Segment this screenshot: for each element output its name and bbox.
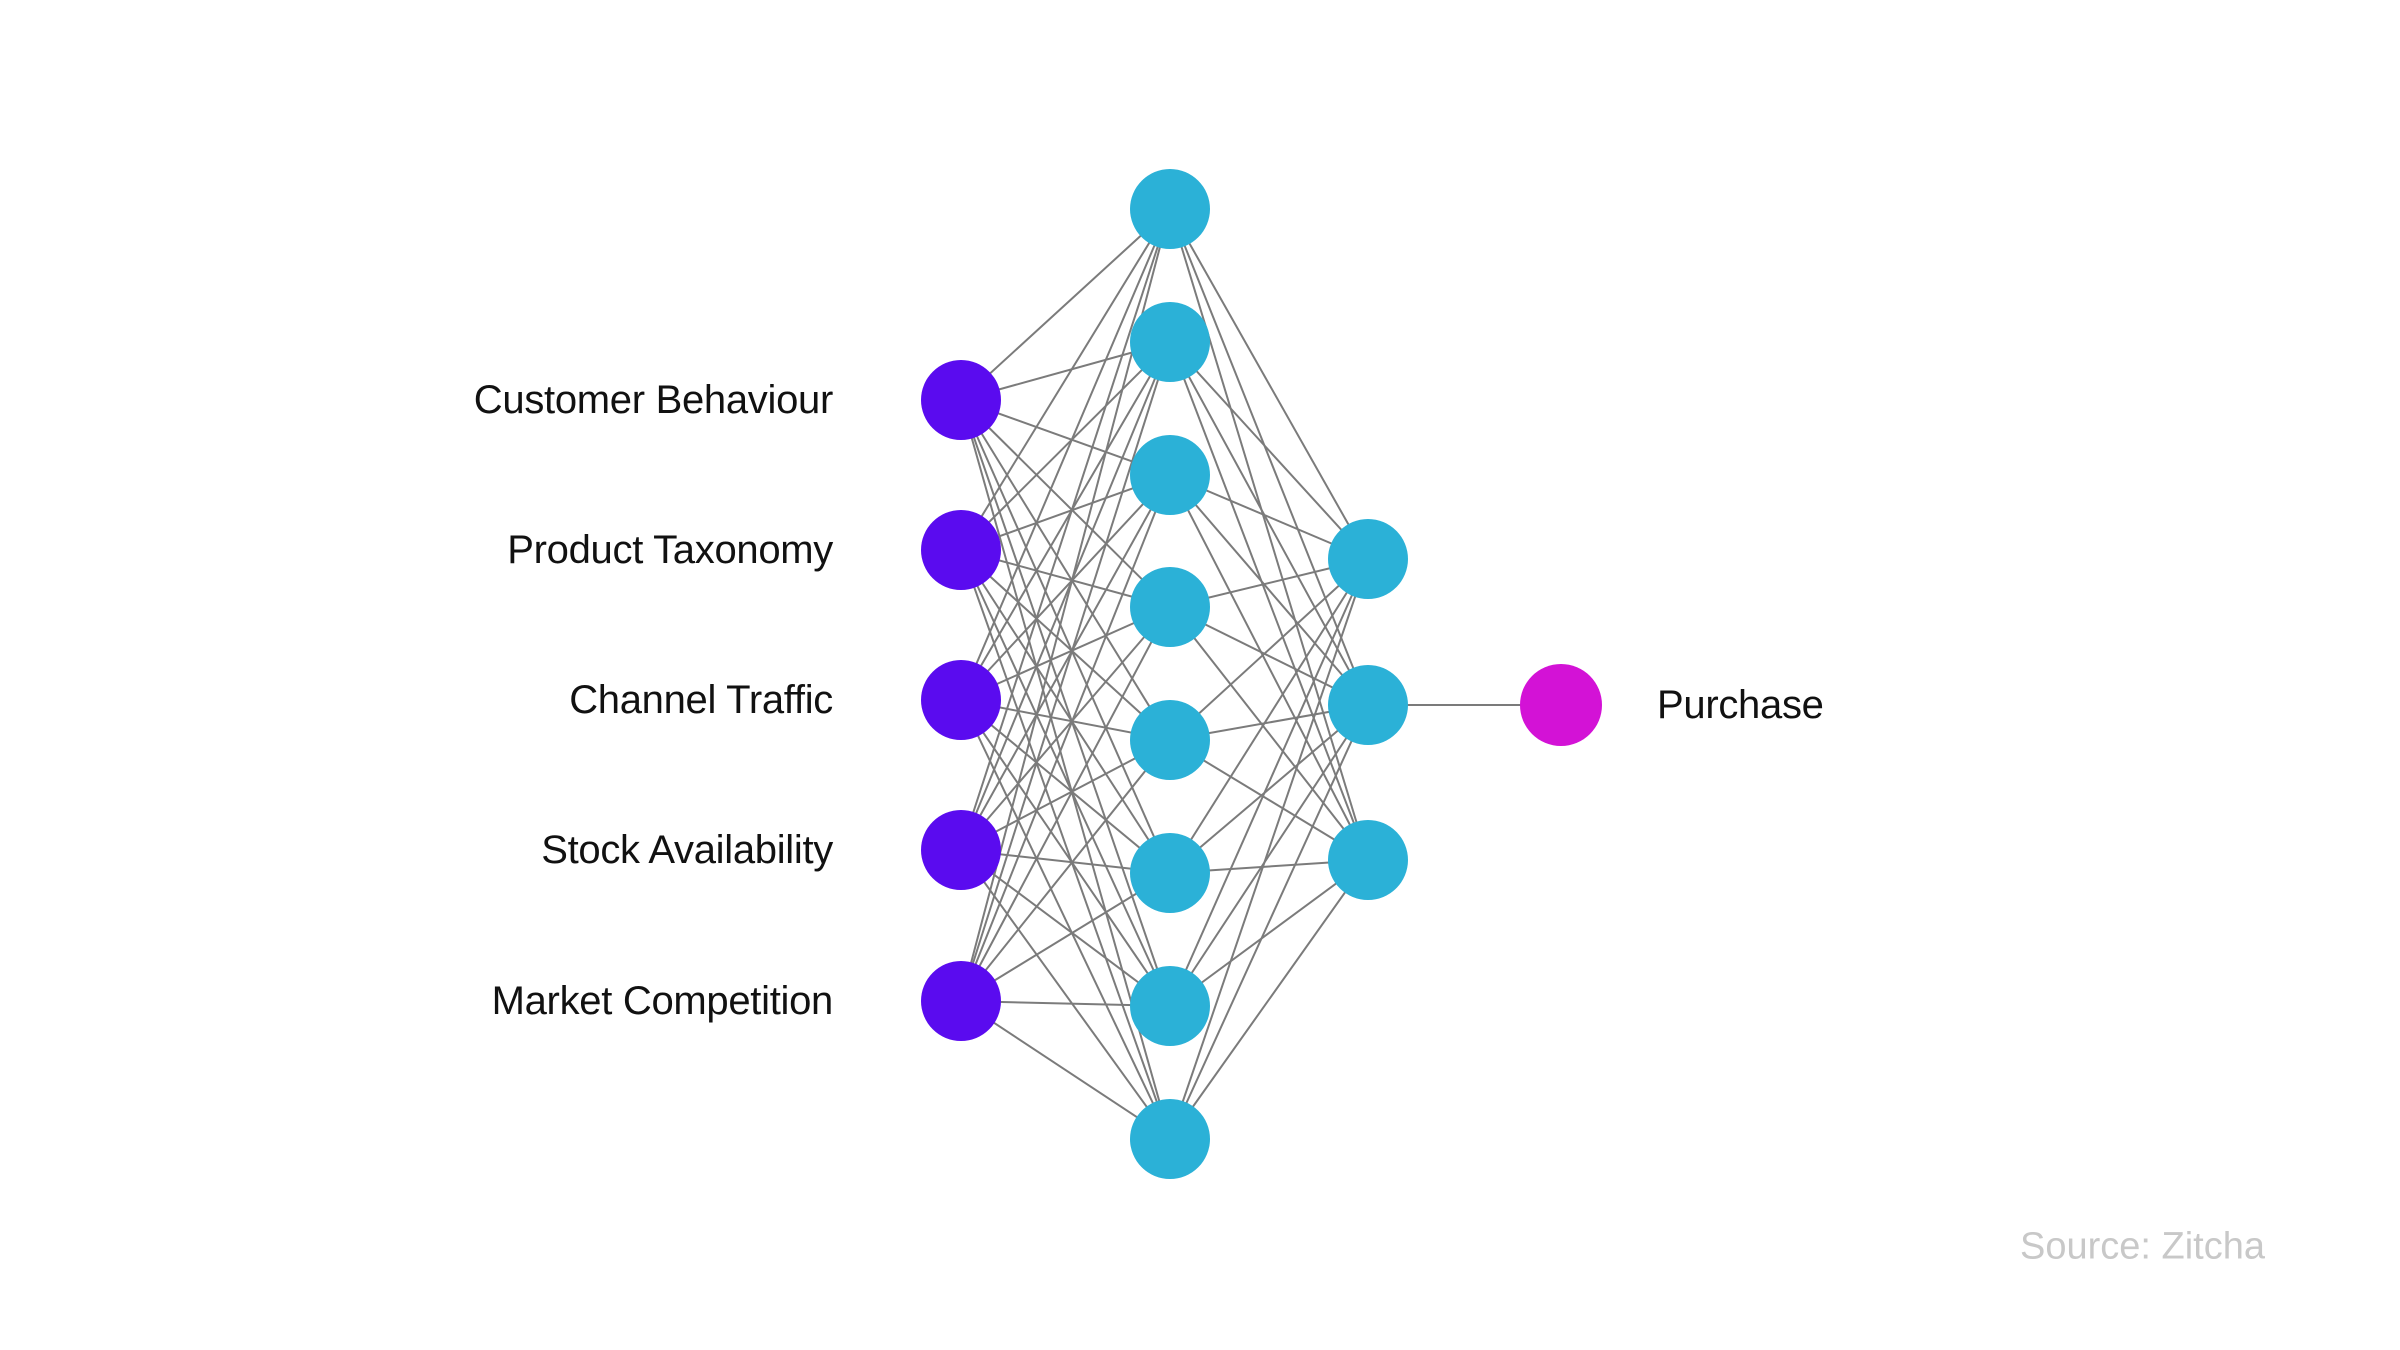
hidden-1-node — [1130, 1099, 1210, 1179]
hidden-1-node — [1130, 169, 1210, 249]
edge — [1169, 208, 1369, 861]
hidden-1-node — [1130, 567, 1210, 647]
edge — [960, 606, 1171, 851]
edge — [1169, 558, 1369, 1007]
edge — [1169, 859, 1369, 1140]
edge — [960, 399, 1171, 874]
hidden-1-node — [1130, 302, 1210, 382]
edge — [960, 399, 1171, 1007]
edge — [960, 549, 1171, 1007]
edge — [960, 699, 1171, 1007]
edge — [960, 341, 1171, 851]
edge — [960, 208, 1171, 551]
edge — [1169, 859, 1369, 1007]
edge — [960, 699, 1171, 1140]
edge — [960, 549, 1171, 741]
edge — [1169, 341, 1369, 560]
edge — [960, 549, 1171, 1140]
edge — [960, 1000, 1171, 1140]
source-attribution: Source: Zitcha — [2020, 1225, 2265, 1268]
edge — [960, 549, 1171, 874]
edge — [1169, 606, 1369, 861]
edge — [960, 474, 1171, 701]
edge — [1169, 558, 1369, 1140]
edge — [960, 208, 1171, 851]
edge — [1169, 704, 1369, 1140]
edge — [960, 849, 1171, 1007]
edge — [1169, 558, 1369, 741]
edge — [960, 699, 1171, 874]
input-label-customer-behaviour: Customer Behaviour — [473, 378, 834, 422]
edge — [960, 872, 1171, 1002]
output-label-purchase: Purchase — [1657, 683, 1824, 727]
hidden-2-node — [1328, 820, 1408, 900]
edge — [960, 474, 1171, 1002]
edge — [960, 341, 1171, 701]
edge — [1169, 558, 1369, 874]
input-node — [921, 510, 1001, 590]
edge — [960, 208, 1171, 701]
edge — [960, 849, 1171, 1140]
edge — [960, 739, 1171, 1002]
input-label-stock-availability: Stock Availability — [541, 828, 833, 872]
edge — [960, 208, 1171, 401]
input-label-product-taxonomy: Product Taxonomy — [507, 528, 833, 572]
edge — [960, 606, 1171, 1002]
edge — [960, 399, 1171, 608]
edge — [960, 341, 1171, 551]
input-node — [921, 961, 1001, 1041]
input-label-market-competition: Market Competition — [491, 979, 834, 1023]
input-node — [921, 360, 1001, 440]
input-label-channel-traffic: Channel Traffic — [569, 678, 833, 722]
input-node — [921, 660, 1001, 740]
edge — [1169, 341, 1369, 861]
edge — [1169, 208, 1369, 706]
hidden-1-node — [1130, 700, 1210, 780]
edge — [960, 474, 1171, 851]
edge — [1169, 474, 1369, 706]
output-node — [1520, 664, 1602, 746]
hidden-1-node — [1130, 833, 1210, 913]
edge — [1169, 704, 1369, 874]
hidden-1-node — [1130, 435, 1210, 515]
edge — [1169, 704, 1369, 1007]
input-node — [921, 810, 1001, 890]
edge — [1169, 474, 1369, 861]
hidden-2-node — [1328, 665, 1408, 745]
edge — [1169, 208, 1369, 560]
hidden-2-node — [1328, 519, 1408, 599]
hidden-1-node — [1130, 966, 1210, 1046]
edge — [1169, 341, 1369, 706]
edge — [960, 399, 1171, 741]
edge — [960, 341, 1171, 1002]
